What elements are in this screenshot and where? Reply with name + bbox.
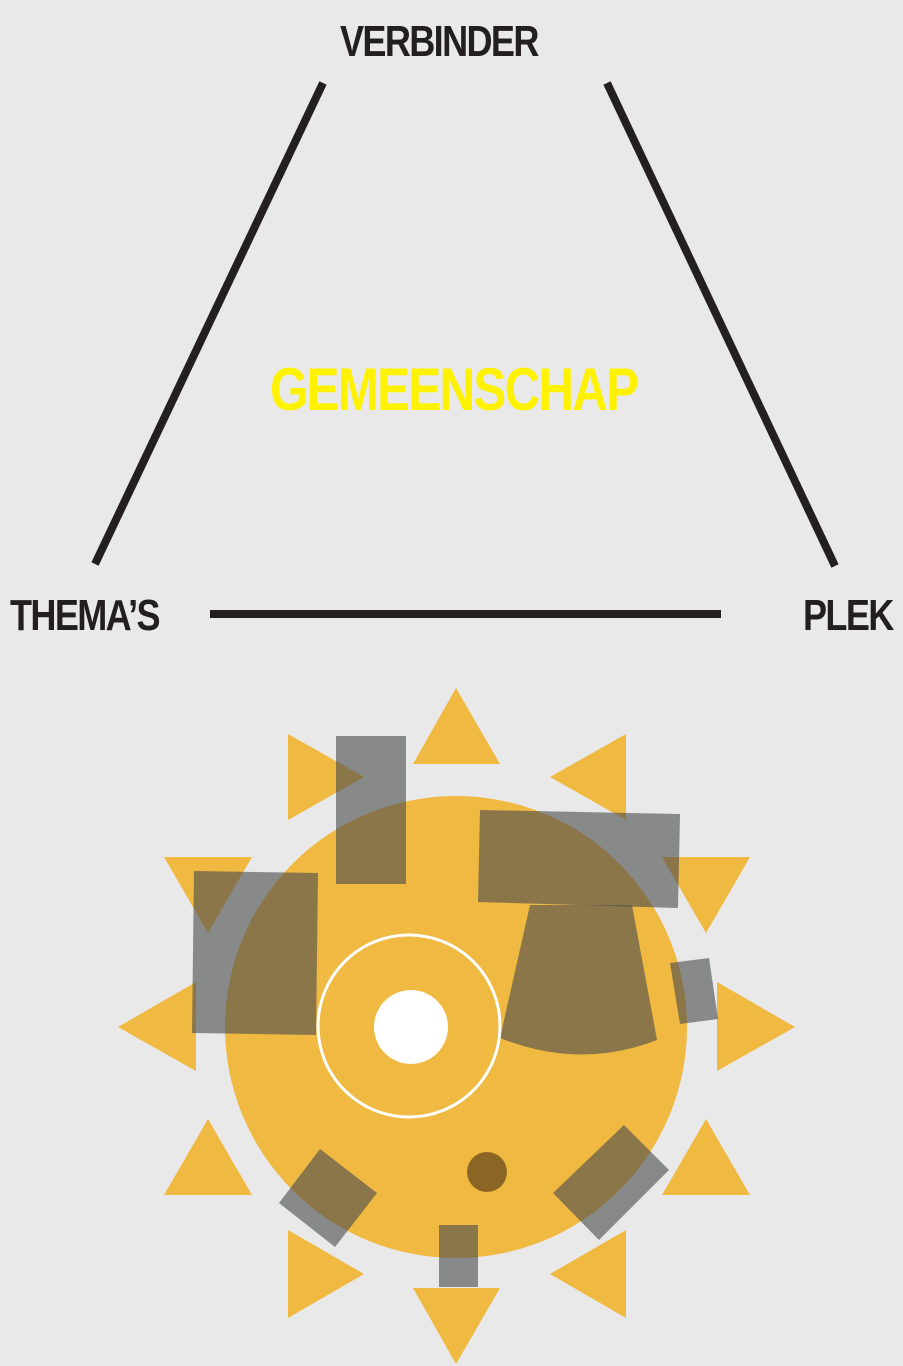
- line-verbinder-themas: [95, 83, 323, 564]
- ray-right: [717, 982, 795, 1071]
- label-plek: PLEK: [803, 594, 893, 638]
- ray-bottom: [413, 1288, 500, 1364]
- small-dot: [467, 1152, 507, 1192]
- block-top-vertical: [336, 736, 406, 884]
- ray-left: [118, 982, 196, 1071]
- ray-top-right: [550, 734, 626, 820]
- label-gemeenschap: GEMEENSCHAP: [270, 360, 637, 420]
- sun-illustration: [118, 688, 795, 1364]
- ray-top: [413, 688, 500, 764]
- block-top-right-bar: [478, 810, 680, 908]
- label-themas: THEMA’S: [10, 594, 159, 638]
- ray-bottom-left: [288, 1230, 364, 1318]
- center-dot: [374, 990, 448, 1064]
- block-bottom-small: [439, 1225, 478, 1287]
- ray-lower-right: [662, 1119, 750, 1195]
- block-left-square: [192, 871, 318, 1035]
- ray-lower-left: [164, 1119, 252, 1195]
- line-verbinder-plek: [607, 83, 835, 566]
- ray-bottom-right: [550, 1230, 626, 1318]
- label-verbinder: VERBINDER: [340, 20, 538, 64]
- relationship-triangle: [95, 83, 835, 614]
